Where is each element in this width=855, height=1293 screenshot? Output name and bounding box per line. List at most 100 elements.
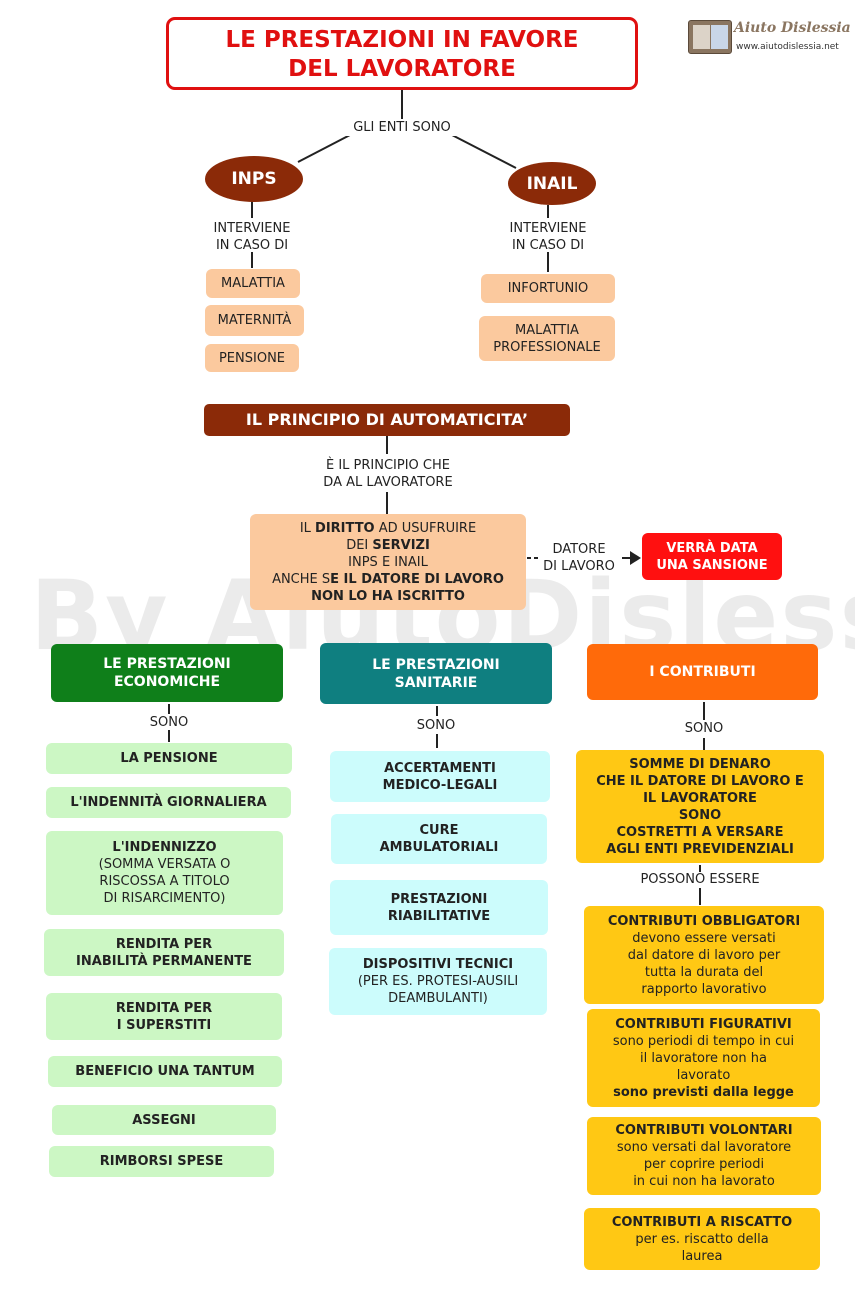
logo-url: www.aiutodislessia.net [736,42,839,52]
sanction-line-2: UNA SANSIONE [656,557,768,573]
eco-item-pensione: LA PENSIONE [46,743,292,774]
san-cure-line-2: AMBULATORIALI [379,840,499,855]
obbligatori-title: CONTRIBUTI OBBLIGATORI [607,913,801,929]
eco-item-assegni: ASSEGNI [52,1105,276,1135]
contributi-header-label: I CONTRIBUTI [649,664,756,680]
eco-item-indennita: L'INDENNITÀ GIORNALIERA [46,787,291,818]
inail-connector-line-2: IN CASO DI [511,238,585,253]
eco-item-rendita-superstiti: RENDITA PER I SUPERSTITI [46,993,282,1040]
enti-connectors [251,90,549,272]
principio-line-2: DEI SERVIZI [346,538,430,553]
inail-item-line-2: PROFESSIONALE [493,339,601,355]
principio-title-bar: IL PRINCIPIO DI AUTOMATICITA’ [204,404,570,436]
obbligatori-desc-4: rapporto lavorativo [641,981,767,997]
inail-oval: INAIL [508,162,596,205]
principio-line-4: ANCHE SE IL DATORE DI LAVORO [272,572,504,587]
sanction-line-1: VERRÀ DATA [666,540,758,556]
riscatto-desc-1: per es. riscatto della [635,1231,769,1247]
contributi-riscatto: CONTRIBUTI A RISCATTO per es. riscatto d… [584,1208,820,1270]
inail-connector-line-1: INTERVIENE [509,221,587,236]
economiche-header: LE PRESTAZIONI ECONOMICHE [51,644,283,702]
eco-rendita-inab-line-2: INABILITÀ PERMANENTE [76,953,252,969]
title-line-2: DEL LAVORATORE [288,56,516,82]
contributi-connector-2: POSSONO ESSERE [640,872,760,887]
economiche-header-line-2: ECONOMICHE [113,674,221,690]
inail-item-malattia-professionale: MALATTIA PROFESSIONALE [479,316,615,361]
enti-connector-label: GLI ENTI SONO [330,119,474,136]
eco-indennizzo-desc-3: DI RISARCIMENTO) [103,891,226,906]
figurativi-desc-3: lavorato [676,1067,731,1083]
eco-item-label: RIMBORSI SPESE [99,1154,224,1169]
inps-item-pensione: PENSIONE [205,344,299,372]
datore-label-line-2: DI LAVORO [543,559,615,574]
figurativi-bold: sono previsti dalla legge [613,1084,794,1100]
san-dispositivi-desc-2: DEAMBULANTI) [388,991,488,1006]
principio-line-3: INPS E INAIL [348,555,428,570]
figurativi-desc-2: il lavoratore non ha [640,1050,767,1066]
volontari-title: CONTRIBUTI VOLONTARI [615,1123,793,1138]
economiche-connector: SONO [149,715,189,730]
contributi-connector: SONO [684,721,724,736]
column-connectors [168,702,705,905]
san-item-dispositivi: DISPOSITIVI TECNICI (PER ES. PROTESI-AUS… [329,948,547,1015]
inps-item-label: MALATTIA [221,276,285,291]
eco-rendita-inab-line-1: RENDITA PER [115,936,213,952]
principio-line-1: IL DIRITTO AD USUFRUIRE [299,521,477,536]
san-accertamenti-line-2: MEDICO-LEGALI [382,777,498,793]
inps-item-label: MATERNITÀ [217,313,292,328]
san-prestazioni-line-2: RIABILITATIVE [387,908,491,924]
eco-item-label: ASSEGNI [132,1112,196,1128]
economiche-header-line-1: LE PRESTAZIONI [103,656,231,672]
sanitarie-connector: SONO [416,718,456,733]
figurativi-desc-1: sono periodi di tempo in cui [612,1033,795,1049]
contributi-obbligatori: CONTRIBUTI OBBLIGATORI devono essere ver… [584,906,824,1004]
principio-box: IL DIRITTO AD USUFRUIRE DEI SERVIZI INPS… [250,514,526,610]
inps-oval: INPS [205,156,303,202]
eco-item-label: BENEFICIO UNA TANTUM [75,1064,255,1079]
inps-connector-line-2: IN CASO DI [215,238,289,253]
obbligatori-desc-3: tutta la durata del [644,964,764,980]
page-title: LE PRESTAZIONI IN FAVORE DEL LAVORATORE [166,17,638,90]
san-accertamenti-line-1: ACCERTAMENTI [384,760,496,776]
datore-arrow-label: DATORE DI LAVORO [535,541,623,575]
riscatto-title: CONTRIBUTI A RISCATTO [611,1214,793,1230]
san-item-cure: CURE AMBULATORIALI [331,814,547,864]
inps-label: INPS [231,169,277,189]
inps-connector-line-1: INTERVIENE [213,221,291,236]
inps-item-malattia: MALATTIA [206,269,300,298]
inail-item-label: INFORTUNIO [507,281,589,296]
san-dispositivi-title: DISPOSITIVI TECNICI [362,957,514,972]
sanitarie-header-line-2: SANITARIE [394,674,478,691]
principio-title: IL PRINCIPIO DI AUTOMATICITA’ [245,410,529,429]
volontari-desc-3: in cui non ha lavorato [633,1174,775,1189]
logo-name: Aiuto Dislessia [734,20,851,36]
eco-item-rimborsi: RIMBORSI SPESE [49,1146,274,1177]
sanction-box: VERRÀ DATA UNA SANSIONE [642,533,782,580]
eco-item-label: LA PENSIONE [120,751,218,766]
datore-label-line-1: DATORE [552,542,606,557]
book-icon [688,20,732,54]
obbligatori-desc-1: devono essere versati [632,930,776,946]
principio-connectors [386,436,641,565]
sanitarie-header-line-1: LE PRESTAZIONI [372,656,500,673]
san-item-accertamenti: ACCERTAMENTI MEDICO-LEGALI [330,751,550,802]
obbligatori-desc-2: dal datore di lavoro per [627,947,781,963]
inail-item-infortunio: INFORTUNIO [481,274,615,303]
eco-item-indennizzo: L'INDENNIZZO (SOMMA VERSATA O RISCOSSA A… [46,831,283,915]
inail-item-line-1: MALATTIA [515,322,579,338]
contributi-header: I CONTRIBUTI [587,644,818,700]
san-dispositivi-desc-1: (PER ES. PROTESI-AUSILI [357,974,519,989]
eco-rendita-sup-line-1: RENDITA PER [115,1000,213,1016]
eco-indennizzo-desc-2: RISCOSSA A TITOLO [99,874,230,889]
logo: Aiuto Dislessia www.aiutodislessia.net [688,18,851,58]
contributi-definition: SOMME DI DENARO CHE IL DATORE DI LAVORO … [576,750,824,863]
inps-item-maternita: MATERNITÀ [205,305,304,336]
inps-connector-label: INTERVIENE IN CASO DI [188,220,316,254]
inail-label: INAIL [526,173,578,194]
eco-indennizzo-desc-1: (SOMMA VERSATA O [98,857,231,872]
contributi-def-line-5: COSTRETTI A VERSARE [616,824,784,840]
riscatto-desc-2: laurea [681,1248,723,1264]
volontari-desc-1: sono versati dal lavoratore [616,1140,792,1155]
principio-connector-label: È IL PRINCIPIO CHE DA AL LAVORATORE [300,457,476,491]
san-prestazioni-line-1: PRESTAZIONI [390,891,488,907]
